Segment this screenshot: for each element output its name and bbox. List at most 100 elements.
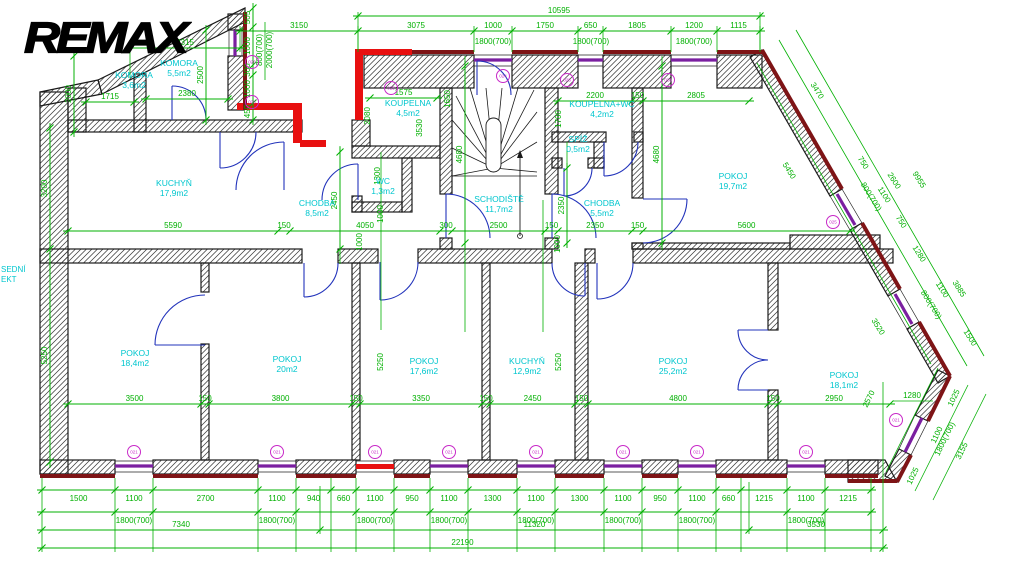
dim-label: 1100	[527, 494, 545, 503]
room-area: 11,7m2	[485, 204, 513, 214]
dim-label: 1805	[628, 21, 646, 30]
dim-label: 4050	[356, 221, 374, 230]
dim-label: 1800(700)	[116, 516, 153, 525]
dim-label: 660	[722, 494, 736, 503]
dim-label: 1700	[554, 110, 563, 128]
dim-label: 1280	[903, 391, 921, 400]
dim-label: 3500	[126, 394, 144, 403]
dim-label: 1000	[243, 80, 252, 98]
room-area: 5,5m2	[167, 68, 191, 78]
room-name: CHODBA	[584, 198, 621, 208]
dim-label: 150	[766, 394, 780, 403]
room-area: 5,5m2	[590, 208, 614, 218]
dim-label: 660	[337, 494, 351, 503]
dim-label: 505	[243, 10, 252, 24]
dim-label: 9955	[911, 170, 928, 190]
dim-label: 1115	[730, 21, 747, 30]
room-area: 12,9m2	[513, 366, 542, 376]
dim-label: 150	[545, 221, 559, 230]
dim-label: 1100	[797, 494, 815, 503]
dim-label: 150	[631, 91, 645, 100]
dim-label: 7340	[172, 520, 190, 529]
dim-label: 1000	[243, 37, 252, 55]
dim-label: 2350	[557, 196, 566, 214]
dim-label: 300	[243, 63, 252, 77]
dim-label: 1715	[101, 92, 119, 101]
opening-symbol: 021	[802, 450, 810, 455]
opening-symbol: 026	[248, 60, 256, 65]
dim-label: 1650	[443, 90, 452, 108]
room-area: 19,7m2	[719, 181, 748, 191]
dim-label: 1800(700)	[475, 37, 512, 46]
room-name: POKOJ	[830, 370, 859, 380]
room-name: POKOJ	[121, 348, 150, 358]
dim-label: 5250	[376, 353, 385, 371]
dim-label: 4800	[669, 394, 687, 403]
dim-label: 10595	[548, 6, 571, 15]
room-area: 4,2m2	[590, 109, 614, 119]
dim-label: 1215	[755, 494, 773, 503]
dim-label: 1800(700)	[676, 37, 713, 46]
dim-label: 2350	[586, 221, 604, 230]
room-name: SCHODIŠTĚ	[474, 194, 524, 204]
neighbor-note: EKT	[1, 275, 17, 284]
dim-label: 2000	[64, 85, 73, 103]
room-name: KUCHYŇ	[156, 178, 192, 188]
opening-symbol: 021	[371, 450, 379, 455]
dim-label: 2315	[176, 38, 194, 47]
room-name: KOMORA	[160, 58, 198, 68]
exterior-wall-face	[40, 12, 952, 483]
room-name: POKOJ	[659, 356, 688, 366]
opening-symbol: 025	[387, 86, 395, 91]
dim-label: 1025	[905, 465, 921, 485]
opening-symbol: 028	[563, 78, 571, 83]
room-area: 1,3m2	[371, 186, 395, 196]
dim-label: 1100	[614, 494, 632, 503]
dim-label: 950	[405, 494, 419, 503]
dim-label: 5600	[738, 221, 756, 230]
dim-label: 2570	[861, 388, 877, 408]
dim-label: 5450	[781, 161, 798, 181]
dim-label: 2600	[886, 171, 903, 191]
red-walls	[237, 49, 412, 469]
dim-label: 2450	[330, 191, 339, 209]
room-area: 20m2	[276, 364, 298, 374]
dim-label: 3885	[951, 279, 968, 299]
dim-label: 1200	[685, 21, 703, 30]
dim-label: 1000	[355, 233, 364, 251]
dim-label: 1750	[536, 21, 554, 30]
dim-label: 3530	[807, 520, 825, 529]
windows	[115, 30, 929, 473]
room-name: KOMORA	[115, 70, 153, 80]
room-area: 4,5m2	[396, 108, 420, 118]
dim-label: 150	[631, 221, 645, 230]
dim-label: 1800(700)	[788, 516, 825, 525]
dim-label: 2805	[687, 91, 705, 100]
dim-label: 1300	[484, 494, 502, 503]
dim-label: 2080	[363, 107, 372, 125]
room-area: 17,6m2	[410, 366, 439, 376]
dim-label: 650	[584, 21, 598, 30]
doors	[154, 60, 769, 391]
dim-label: 1800(700)	[431, 516, 468, 525]
room-labels: KOMORA3,6m2KOMORA5,5m2KUCHYŇ17,9m2CHODBA…	[1, 58, 858, 390]
dim-label: 3200	[40, 179, 49, 197]
dim-label: 1025	[946, 387, 962, 407]
opening-symbol: 021	[273, 450, 281, 455]
dim-label: 950	[653, 494, 667, 503]
dim-label: 3520	[870, 317, 887, 337]
neighbor-note: SEDNÍ	[1, 265, 26, 274]
dim-label: 1800(700)	[518, 516, 555, 525]
dim-label: 3150	[290, 21, 308, 30]
dim-label: 2950	[825, 394, 843, 403]
dim-label: 940	[307, 494, 321, 503]
dim-label: 750	[856, 155, 871, 172]
dim-label: 1800(700)	[679, 516, 716, 525]
dim-label: 1800(700)	[259, 516, 296, 525]
dim-label: 1500	[70, 494, 88, 503]
room-name: SPÍŽ	[569, 134, 588, 144]
staircase	[451, 87, 538, 239]
